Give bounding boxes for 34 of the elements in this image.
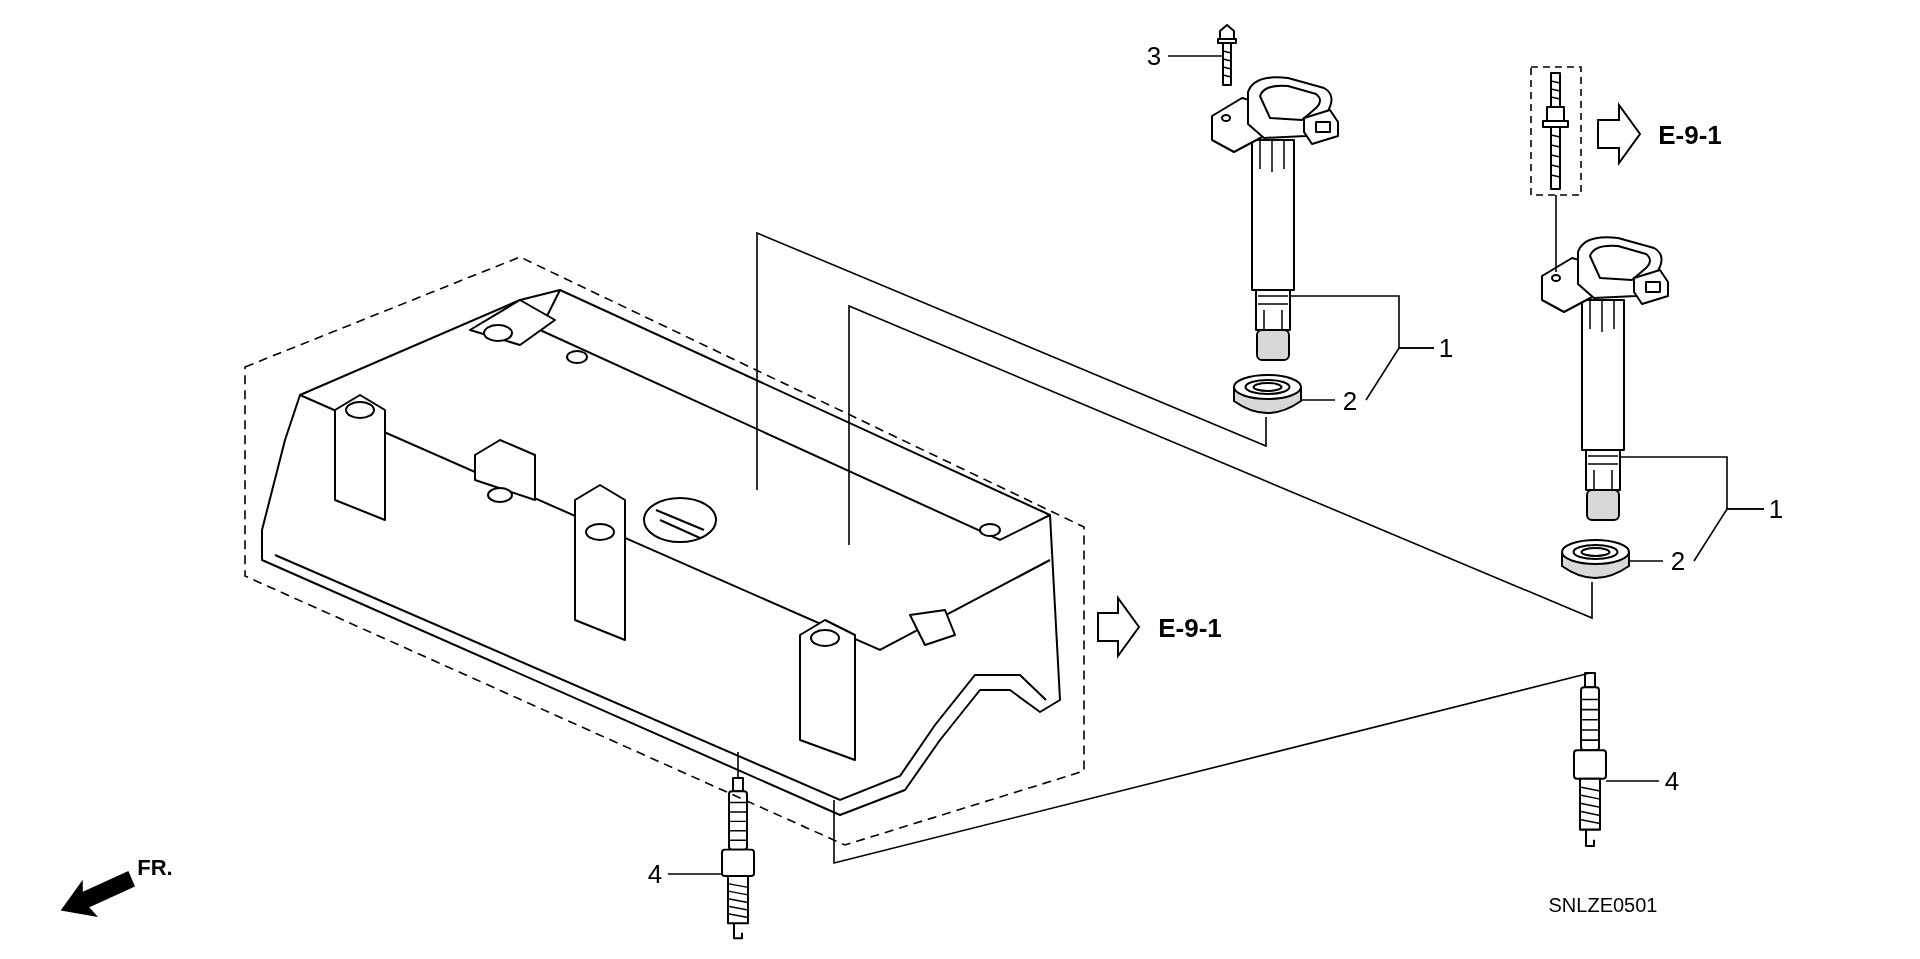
leader-line [833,672,1591,865]
leader-line [1605,780,1660,782]
ignition-coil-drawing [1541,236,1669,521]
spark-plug-drawing [1573,672,1607,847]
stud-bolt-drawing [1530,66,1582,196]
leader-line [1167,55,1223,57]
ignition-coil-drawing [1211,76,1339,361]
bolt-drawing [1217,24,1237,86]
plug-seal-drawing [1233,374,1302,414]
section-reference: E-9-1 [1158,615,1222,641]
section-reference: E-9-1 [1658,122,1722,148]
plug-seal-drawing [1561,539,1630,579]
leader-line [756,231,1267,491]
reference-arrow [1597,101,1642,167]
callout-number: 1 [1768,496,1784,522]
reference-arrow [1097,594,1141,660]
callout-number: 3 [1146,43,1162,69]
leader-line [1555,194,1557,273]
callout-number: 4 [647,861,663,887]
leader-line [848,304,1593,620]
leader-line [737,751,739,779]
callout-number: 2 [1670,548,1686,574]
callout-number: 4 [1664,768,1680,794]
leader-line [1628,560,1664,562]
callout-number: 1 [1438,335,1454,361]
callout-number: 2 [1342,388,1358,414]
leader-line [1693,508,1765,562]
spark-plug-drawing [721,777,755,940]
diagram-code: SNLZE0501 [1548,895,1658,915]
leader-line [1300,399,1336,401]
direction-label: FR. [137,857,173,879]
leader-line [667,873,723,875]
leader-line [1365,347,1435,401]
head-cover-drawing [244,256,1085,846]
